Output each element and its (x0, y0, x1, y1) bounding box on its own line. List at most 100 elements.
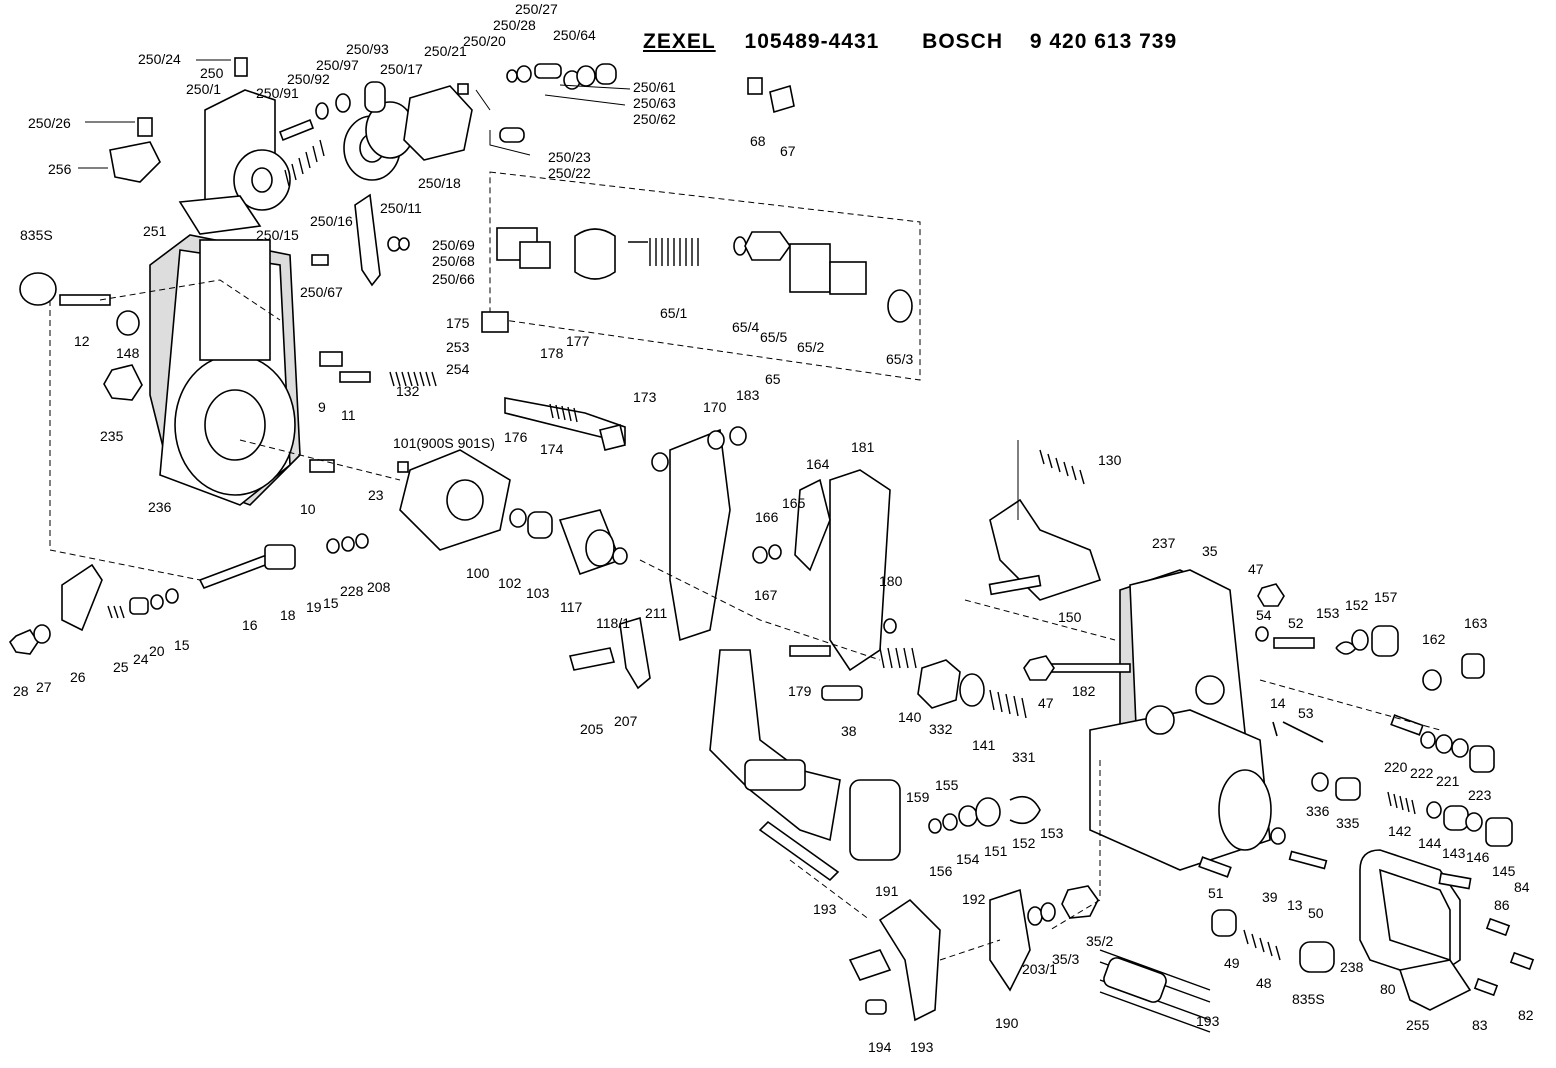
label-49: 49 (1224, 955, 1240, 971)
label-54: 54 (1256, 607, 1272, 623)
label-193c: 193 (910, 1039, 934, 1055)
block-175 (481, 311, 509, 333)
label-35-2: 35/2 (1086, 933, 1113, 949)
label-835s-b: 835S (1292, 991, 1325, 1007)
label-250-64: 250/64 (553, 27, 596, 43)
label-255: 255 (1406, 1017, 1430, 1033)
callout-labels: 250/27 250/28 250/64 250/21 250/20 250/9… (13, 1, 1534, 1055)
label-23: 23 (368, 487, 384, 503)
label-150: 150 (1058, 609, 1082, 625)
pump-housing-236 (19, 234, 437, 506)
label-176: 176 (504, 429, 528, 445)
label-19: 19 (306, 599, 322, 615)
label-82: 82 (1518, 1007, 1534, 1023)
label-250-66: 250/66 (432, 271, 475, 287)
plate-207 (619, 616, 651, 690)
label-250-69: 250/69 (432, 237, 475, 253)
lever-170 (669, 428, 731, 642)
label-132: 132 (396, 383, 420, 399)
label-331: 331 (1012, 749, 1036, 765)
label-173: 173 (633, 389, 657, 405)
label-335: 335 (1336, 815, 1360, 831)
label-250-1: 250/1 (186, 81, 221, 97)
label-207: 207 (614, 713, 638, 729)
label-170: 170 (703, 399, 727, 415)
label-152a: 152 (1345, 597, 1369, 613)
plug-835s (19, 272, 57, 306)
label-193b: 193 (1196, 1013, 1220, 1029)
plug-835s-b (1299, 941, 1335, 973)
governor-cover-group (109, 57, 617, 287)
label-165: 165 (782, 495, 806, 511)
guide-lines (49, 59, 1441, 961)
label-52: 52 (1288, 615, 1304, 631)
label-235: 235 (100, 428, 124, 444)
label-51: 51 (1208, 885, 1224, 901)
label-228: 228 (340, 583, 364, 599)
label-65-5: 65/5 (760, 329, 787, 345)
governor-housing-35 (1023, 569, 1513, 973)
label-177: 177 (566, 333, 590, 349)
label-117: 117 (560, 599, 583, 615)
diagram-header: ZEXEL 105489-4431 BOSCH 9 420 613 739 (643, 30, 1177, 54)
label-86: 86 (1494, 897, 1510, 913)
label-151: 151 (984, 843, 1008, 859)
spring-132 (389, 371, 437, 387)
label-38: 38 (841, 723, 857, 739)
label-211: 211 (645, 605, 668, 621)
block-191 (849, 779, 901, 861)
label-236: 236 (148, 499, 172, 515)
label-68: 68 (750, 133, 766, 149)
nut-332 (917, 659, 961, 709)
label-250-91: 250/91 (256, 85, 299, 101)
label-26: 26 (70, 669, 86, 685)
label-142: 142 (1388, 823, 1412, 839)
label-250: 250 (200, 65, 224, 81)
label-102: 102 (498, 575, 522, 591)
label-10: 10 (300, 501, 316, 517)
label-208: 208 (367, 579, 391, 595)
header-maker: BOSCH (922, 30, 1004, 53)
label-65-3: 65/3 (886, 351, 913, 367)
label-250-27: 250/27 (515, 1, 558, 17)
label-180: 180 (879, 573, 903, 589)
lever-250-66 (354, 193, 381, 287)
lever-plate-150 (989, 498, 1102, 601)
label-256: 256 (48, 161, 72, 177)
tension-lever-181 (829, 469, 891, 672)
solenoid-coil (649, 238, 699, 266)
label-67: 67 (780, 143, 796, 159)
label-13: 13 (1287, 897, 1303, 913)
label-179: 179 (788, 683, 812, 699)
label-83: 83 (1472, 1017, 1488, 1033)
label-250-28: 250/28 (493, 17, 536, 33)
bracket-256 (109, 141, 161, 183)
label-178: 178 (540, 345, 564, 361)
label-144: 144 (1418, 835, 1442, 851)
label-250-17: 250/17 (380, 61, 423, 77)
label-152b: 152 (1012, 835, 1036, 851)
label-250-62: 250/62 (633, 111, 676, 127)
label-166: 166 (755, 509, 779, 525)
label-146: 146 (1466, 849, 1490, 865)
label-103: 103 (526, 585, 550, 601)
label-181: 181 (851, 439, 875, 455)
label-153b: 153 (1040, 825, 1064, 841)
label-332: 332 (929, 721, 953, 737)
label-15b: 15 (174, 637, 190, 653)
label-250-22: 250/22 (548, 165, 591, 181)
label-250-21: 250/21 (424, 43, 467, 59)
label-50: 50 (1308, 905, 1324, 921)
label-175: 175 (446, 315, 470, 331)
hex-nut-65-5 (744, 231, 791, 261)
label-250-18: 250/18 (418, 175, 461, 191)
part-164 (794, 478, 831, 572)
label-238: 238 (1340, 959, 1364, 975)
lever-150 (747, 77, 1102, 601)
label-155: 155 (935, 777, 959, 793)
label-251: 251 (143, 223, 167, 239)
label-156: 156 (929, 863, 953, 879)
label-28: 28 (13, 683, 29, 699)
label-24: 24 (133, 651, 149, 667)
